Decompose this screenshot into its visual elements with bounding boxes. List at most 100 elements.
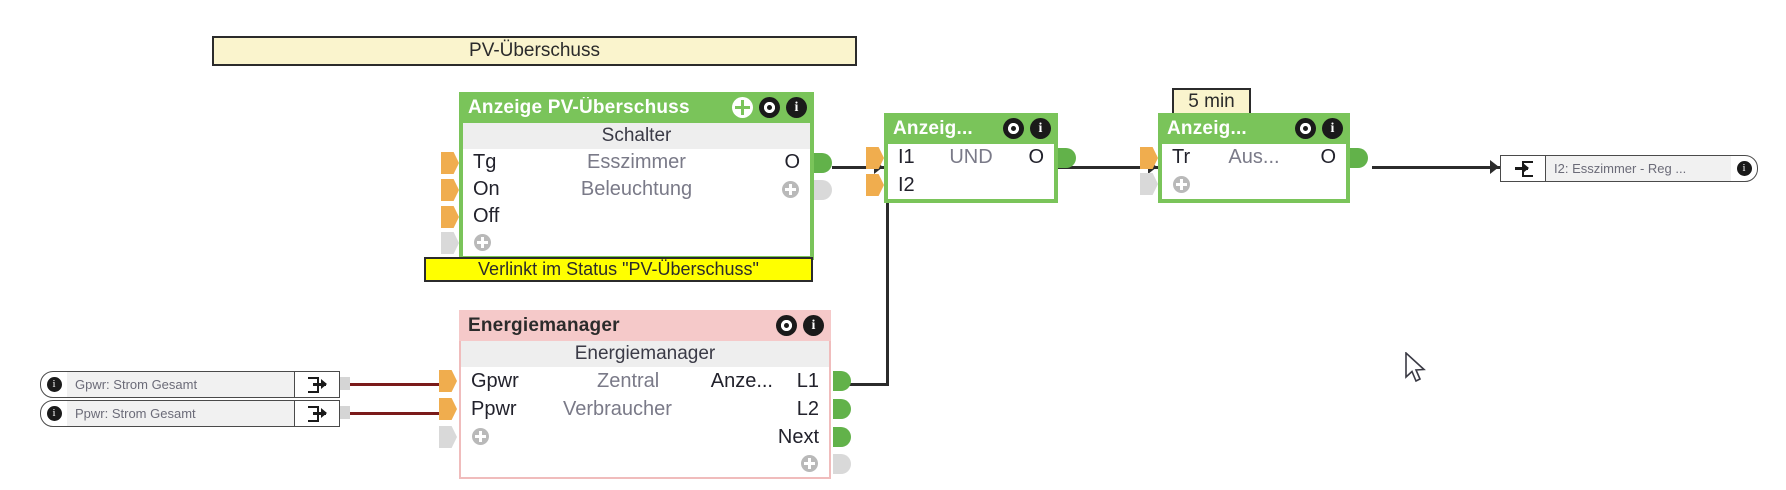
add-input-icon[interactable] — [472, 428, 489, 445]
group-banner-label: PV-Überschuss — [469, 40, 600, 61]
row-middle-label: Beleuchtung — [580, 178, 693, 200]
node-header-icons: i — [776, 315, 824, 336]
output-port-o[interactable] — [814, 153, 832, 173]
import-icon-box[interactable] — [1501, 156, 1546, 181]
info-icon[interactable]: i — [1322, 118, 1343, 139]
gear-icon[interactable] — [759, 97, 780, 118]
gear-icon[interactable] — [1295, 118, 1316, 139]
node-row[interactable] — [1140, 171, 1346, 199]
input-port-i1[interactable] — [866, 147, 884, 169]
node-header-icons: i — [1003, 118, 1051, 139]
node-row[interactable]: Tg Esszimmer O — [441, 149, 832, 176]
input-port-placeholder[interactable] — [441, 232, 459, 254]
input-port-gpwr[interactable] — [439, 370, 457, 392]
output-port-placeholder[interactable] — [833, 454, 851, 474]
row-middle-label: Aus... — [1228, 146, 1280, 168]
export-icon — [307, 405, 327, 422]
node-row[interactable]: Ppwr Verbraucher L2 — [439, 395, 851, 423]
row-input-label: I2 — [898, 174, 915, 196]
node-header[interactable]: Anzeig... i — [884, 113, 1058, 144]
node-header[interactable]: Anzeige PV-Überschuss i — [459, 92, 814, 123]
row-input-label: Gpwr — [471, 370, 519, 392]
left-pill-gpwr[interactable]: i Gpwr: Strom Gesamt — [40, 371, 340, 398]
node-anzeige-aus[interactable]: Anzeig... i Tr Aus... O — [1140, 113, 1368, 203]
right-pill-i2[interactable]: I2: Esszimmer - Reg ... i — [1500, 155, 1758, 182]
wire-gpwr — [340, 383, 450, 386]
node-row[interactable]: Gpwr Zentral Anze... L1 — [439, 367, 851, 395]
row-input-label: Off — [473, 205, 500, 227]
row-input-label: On — [473, 178, 500, 200]
output-port-o[interactable] — [1350, 148, 1368, 168]
linked-status-banner[interactable]: Verlinkt im Status "PV-Überschuss" — [424, 257, 813, 282]
add-output-icon[interactable] — [801, 455, 818, 472]
output-port-o[interactable] — [1058, 148, 1076, 168]
timer-tag[interactable]: 5 min — [1172, 88, 1251, 116]
output-port-next[interactable] — [833, 427, 851, 447]
input-port-placeholder[interactable] — [439, 426, 457, 448]
node-row[interactable] — [461, 451, 851, 477]
wire-pv-to-und-i1 — [832, 166, 884, 169]
output-port-placeholder[interactable] — [814, 180, 832, 200]
node-row[interactable]: Next — [439, 423, 851, 451]
left-pill-ppwr-stub[interactable] — [340, 406, 350, 419]
node-body: Schalter Tg Esszimmer O On Beleuchtung O… — [441, 123, 832, 260]
export-icon-box[interactable] — [294, 372, 339, 397]
row-output-label: L1 — [796, 370, 819, 392]
row-output-label: Next — [777, 426, 819, 448]
left-pill-ppwr[interactable]: i Ppwr: Strom Gesamt — [40, 400, 340, 427]
left-pill-info[interactable]: i — [41, 401, 67, 426]
node-row[interactable]: Off — [441, 203, 810, 230]
node-row[interactable] — [441, 230, 810, 256]
node-subtitle: Energiemanager — [461, 341, 829, 367]
add-output-icon[interactable] — [782, 181, 799, 198]
node-anzeige-und[interactable]: Anzeig... i I1 UND O I2 — [866, 113, 1076, 203]
input-port-ppwr[interactable] — [439, 398, 457, 420]
export-icon-box[interactable] — [294, 401, 339, 426]
row-middle-label: Esszimmer — [587, 151, 686, 173]
group-banner-pv-ueberschuss[interactable]: PV-Überschuss — [212, 36, 857, 66]
wire-und-to-aus — [1058, 166, 1158, 169]
left-pill-info[interactable]: i — [41, 372, 67, 397]
right-pill-info[interactable]: i — [1731, 156, 1757, 181]
node-title: Anzeig... — [1167, 117, 1247, 139]
import-icon — [1514, 160, 1533, 177]
move-icon[interactable] — [732, 97, 753, 118]
input-port-tg[interactable] — [441, 152, 459, 174]
info-icon[interactable]: i — [1030, 118, 1051, 139]
row-input-label: Tg — [473, 151, 497, 173]
add-input-icon[interactable] — [474, 234, 491, 251]
info-icon[interactable]: i — [786, 97, 807, 118]
linked-status-label: Verlinkt im Status "PV-Überschuss" — [478, 259, 759, 279]
input-port-placeholder[interactable] — [1140, 173, 1158, 195]
left-pill-gpwr-stub[interactable] — [340, 377, 350, 390]
gear-icon[interactable] — [776, 315, 797, 336]
node-title: Anzeig... — [893, 117, 973, 139]
node-row[interactable]: On Beleuchtung — [441, 176, 832, 203]
row-input-label: Ppwr — [471, 398, 517, 420]
output-port-l1[interactable] — [833, 371, 851, 391]
info-icon: i — [1736, 161, 1752, 176]
wire-ppwr — [340, 412, 450, 415]
node-header[interactable]: Anzeig... i — [1158, 113, 1350, 144]
input-port-off[interactable] — [441, 206, 459, 228]
input-port-on[interactable] — [441, 179, 459, 201]
node-subtitle: Schalter — [463, 123, 810, 149]
node-row[interactable]: I1 UND O — [866, 144, 1076, 171]
info-icon[interactable]: i — [803, 315, 824, 336]
output-port-l2[interactable] — [833, 399, 851, 419]
wire-l1-seg-v — [886, 194, 889, 386]
node-anzeige-pv-ueberschuss[interactable]: Anzeige PV-Überschuss i Schalter Tg Essz… — [441, 92, 832, 260]
node-row[interactable]: I2 — [866, 171, 1054, 199]
node-energiemanager[interactable]: Energiemanager i Energiemanager Gpwr Zen… — [439, 310, 851, 479]
input-port-i2[interactable] — [866, 174, 884, 196]
node-header-icons: i — [732, 97, 807, 118]
add-input-icon[interactable] — [1173, 176, 1190, 193]
node-row[interactable]: Tr Aus... O — [1140, 144, 1368, 171]
node-header[interactable]: Energiemanager i — [459, 310, 831, 341]
gear-icon[interactable] — [1003, 118, 1024, 139]
input-port-tr[interactable] — [1140, 147, 1158, 169]
node-title: Anzeige PV-Überschuss — [468, 96, 690, 118]
mouse-pointer-icon — [1405, 352, 1426, 383]
wire-l1-seg-h1 — [833, 383, 889, 386]
